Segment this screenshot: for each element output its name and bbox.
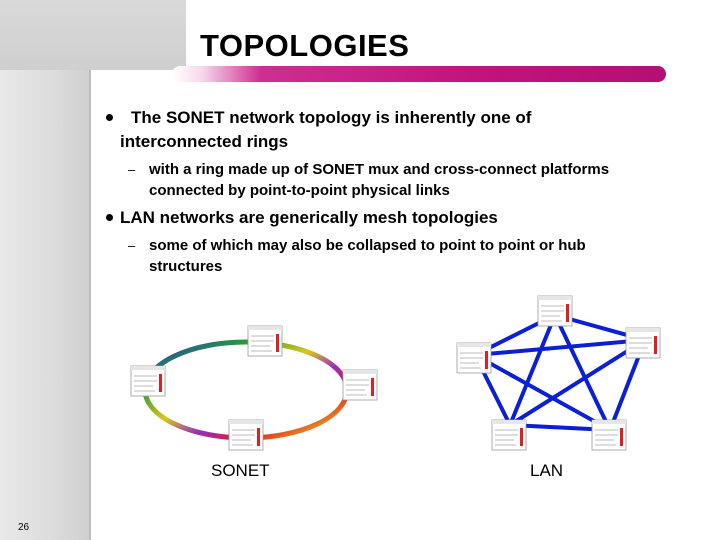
- lan-node-left: [457, 343, 491, 373]
- sonet-node-bottom: [229, 420, 263, 450]
- lan-node-bottom-right: [592, 420, 626, 450]
- lan-node-right: [626, 328, 660, 358]
- lan-node-bottom-left: [492, 420, 526, 450]
- sonet-node-left: [131, 366, 165, 396]
- slide-number: 26: [18, 522, 29, 533]
- lan-node-top: [538, 296, 572, 326]
- lan-label: LAN: [530, 461, 563, 481]
- sonet-node-top: [248, 326, 282, 356]
- sonet-label: SONET: [211, 461, 270, 481]
- sonet-node-right: [343, 370, 377, 400]
- lan-mesh-links: [475, 315, 645, 430]
